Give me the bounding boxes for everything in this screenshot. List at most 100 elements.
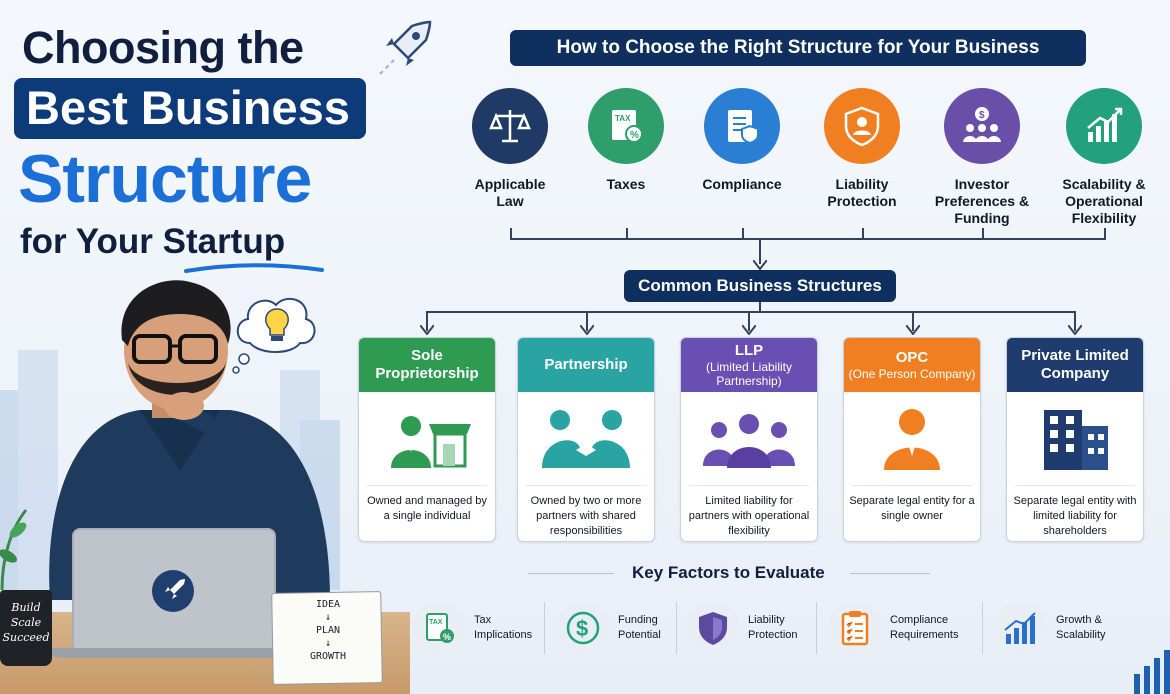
svg-text:%: %	[443, 632, 451, 642]
connector-tick	[626, 228, 628, 240]
key-factor-label: Tax Implications	[474, 614, 533, 641]
rocket-icon	[379, 20, 432, 75]
card-opc: OPC (One Person Company) Separate legal …	[843, 337, 981, 542]
growth-chart-icon	[1066, 88, 1142, 164]
key-factor-tax: TAX% Tax Implications	[412, 598, 544, 658]
separator	[676, 602, 677, 654]
connector-tick	[510, 228, 512, 240]
building-icon	[1015, 392, 1135, 486]
notepad-text: IDEA ↓ PLAN ↓ GROWTH	[309, 599, 347, 662]
factor-label: Liability Protection	[827, 176, 897, 209]
group-icon	[689, 392, 809, 486]
dollar-icon: $	[556, 601, 610, 655]
factor-liability-protection: Liability Protection	[812, 88, 912, 210]
laptop-rocket-logo	[152, 570, 194, 612]
title-line-4: for Your Startup	[20, 222, 286, 261]
factors-connector	[510, 238, 1106, 240]
card-header: Private Limited Company	[1007, 338, 1143, 392]
key-factor-label: Liability Protection	[748, 614, 798, 641]
arrow-down-icon	[742, 325, 756, 335]
card-partnership: Partnership Owned by two or more partner…	[517, 337, 655, 542]
shield-icon	[686, 601, 740, 655]
branch-line	[586, 311, 588, 331]
key-factors-title: Key Factors to Evaluate	[632, 563, 825, 582]
separator	[816, 602, 817, 654]
key-factor-liability: Liability Protection	[686, 598, 812, 658]
connector-tick	[982, 228, 984, 240]
mug	[0, 590, 52, 666]
tax-icon: TAX%	[588, 88, 664, 164]
card-description: Owned by two or more partners with share…	[530, 495, 642, 537]
card-description: Separate legal entity for a single owner	[849, 495, 975, 522]
card-description: Limited liability for partners with oper…	[688, 495, 810, 537]
svg-text:$: $	[979, 110, 985, 121]
svg-text:%: %	[630, 130, 639, 141]
branch-line	[426, 311, 428, 331]
factor-label: Investor Preferences & Funding	[934, 176, 1030, 226]
factor-label: Compliance	[702, 176, 782, 192]
mug-text: Build Scale Succeed	[2, 601, 50, 644]
svg-text:TAX: TAX	[429, 619, 443, 626]
card-header: OPC (One Person Company)	[844, 338, 980, 392]
key-factor-compliance: Compliance Requirements	[828, 598, 970, 658]
card-description: Owned and managed by a single individual	[367, 495, 487, 522]
how-to-choose-banner: How to Choose the Right Structure for Yo…	[510, 30, 1086, 66]
handshake-icon	[526, 392, 646, 486]
factor-applicable-law: Applicable Law	[460, 88, 560, 210]
laptop-base	[52, 648, 296, 658]
factor-label: Taxes	[606, 176, 646, 192]
factor-label: Applicable Law	[474, 176, 546, 209]
common-structures-banner: Common Business Structures	[624, 270, 896, 302]
key-factor-label: Growth & Scalability	[1056, 614, 1106, 641]
arrow-down-icon	[580, 325, 594, 335]
connector-stem	[759, 302, 761, 312]
plant-icon	[0, 509, 28, 590]
factor-investor-preferences: $ Investor Preferences & Funding	[932, 88, 1032, 227]
arrow-down-icon	[420, 325, 434, 335]
title-underline	[184, 263, 324, 273]
branch-line	[1074, 311, 1076, 331]
title-line-1: Choosing the	[22, 22, 304, 73]
separator	[544, 602, 545, 654]
title-line-2: Best Business	[14, 78, 366, 139]
tax-icon: TAX%	[412, 601, 466, 655]
connector-tick	[1104, 228, 1106, 240]
svg-text:$: $	[576, 616, 588, 641]
structures-connector	[426, 311, 1076, 313]
compliance-icon	[704, 88, 780, 164]
investors-icon: $	[944, 88, 1020, 164]
card-private-limited: Private Limited Company Separate legal e…	[1006, 337, 1144, 542]
divider	[850, 573, 930, 574]
svg-text:TAX: TAX	[615, 114, 631, 123]
card-header: Partnership	[518, 338, 654, 392]
key-factor-label: Funding Potential	[618, 614, 661, 641]
arrow-down-icon	[1068, 325, 1082, 335]
key-factor-growth: Growth & Scalability	[994, 598, 1118, 658]
factor-label: Scalability & Operational Flexibility	[1062, 176, 1146, 226]
branch-line	[748, 311, 750, 331]
card-sole-proprietorship: Sole Proprietorship Owned and managed by…	[358, 337, 496, 542]
factor-taxes: TAX% Taxes	[576, 88, 676, 193]
arrow-down-icon	[906, 325, 920, 335]
card-llp: LLP (Limited Liability Partnership) Limi…	[680, 337, 818, 542]
corner-chart-decoration	[1134, 650, 1170, 694]
growth-chart-icon	[994, 601, 1048, 655]
person-icon	[852, 392, 972, 486]
arrow-down-icon	[753, 260, 767, 270]
connector-tick	[862, 228, 864, 240]
factor-scalability: Scalability & Operational Flexibility	[1054, 88, 1154, 227]
card-header: Sole Proprietorship	[359, 338, 495, 392]
title-line-3: Structure	[18, 141, 312, 217]
scales-icon	[472, 88, 548, 164]
shield-person-icon	[824, 88, 900, 164]
divider	[528, 573, 614, 574]
card-header: LLP (Limited Liability Partnership)	[681, 338, 817, 392]
connector-tick	[742, 228, 744, 240]
factor-compliance: Compliance	[692, 88, 792, 193]
card-description: Separate legal entity with limited liabi…	[1013, 495, 1137, 537]
checklist-icon	[828, 601, 882, 655]
connector-arrow	[759, 240, 761, 264]
key-factor-label: Compliance Requirements	[890, 614, 959, 641]
branch-line	[912, 311, 914, 331]
lightbulb-thought-icon	[232, 297, 316, 374]
